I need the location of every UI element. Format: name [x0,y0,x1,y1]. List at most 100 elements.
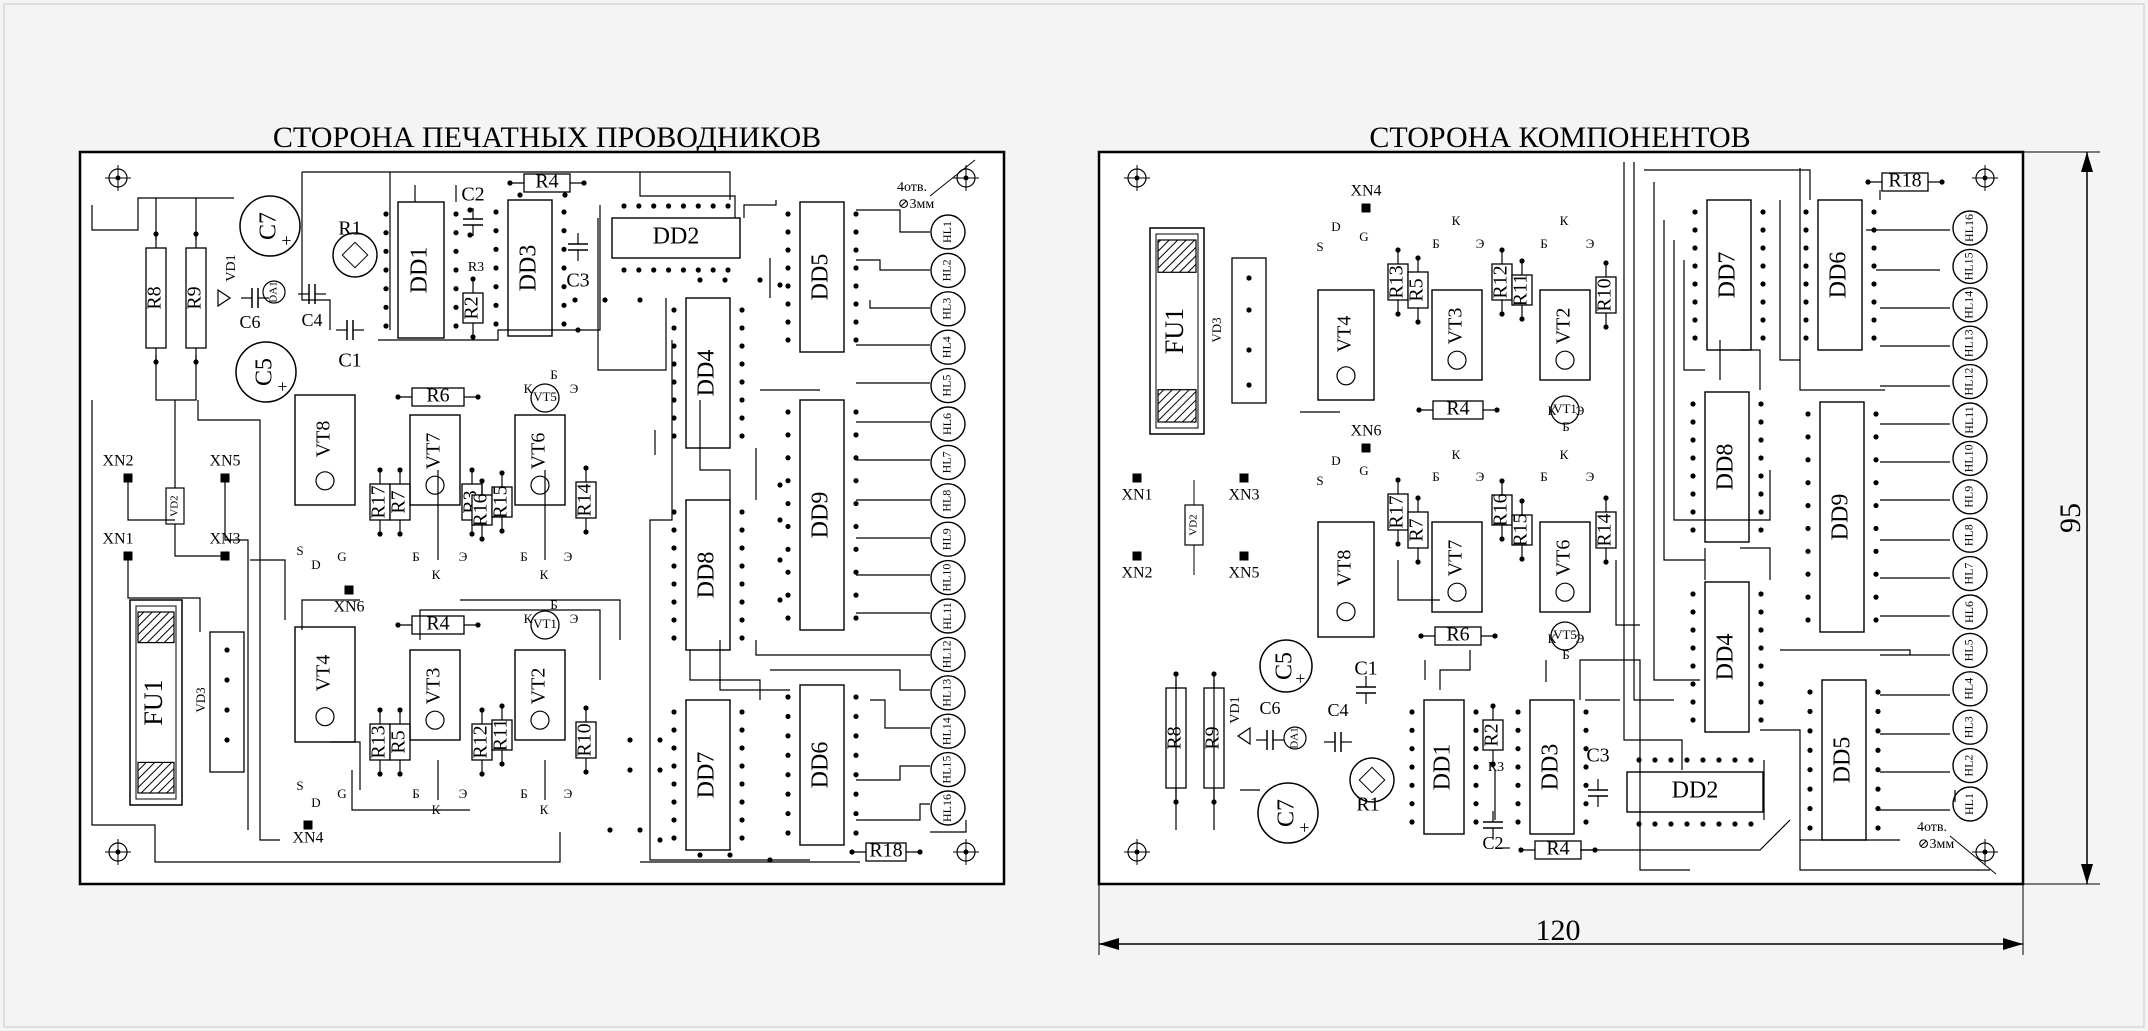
resistor-r7: R7 [388,467,411,537]
pad [1758,419,1764,425]
pad [377,531,383,537]
pad [1515,782,1521,788]
pad [1492,633,1498,639]
pad [1692,245,1698,251]
pad [479,707,485,713]
pad [1871,263,1877,269]
trace [743,200,777,218]
pad [1652,757,1658,763]
chip-label: DD9 [808,492,834,539]
led-hl13: HL13 [930,675,966,711]
trace [419,609,601,680]
trace [127,556,201,632]
transistor-vt8: VT8 [1317,521,1375,638]
pad [785,592,791,598]
pad [1409,727,1415,733]
trace [1740,547,1771,580]
pad [1758,681,1764,687]
pad [395,394,401,400]
chip-label: DD1 [1430,744,1456,791]
transistor-body [294,626,356,743]
pad [1803,281,1809,287]
pad [853,615,859,621]
pad [479,536,485,542]
led-outline [1952,248,1988,285]
pad [562,192,568,198]
pad [671,599,677,605]
pad [1807,728,1813,734]
pad [671,563,677,569]
capacitor-c4: C4 [1324,700,1352,752]
pad [115,849,121,855]
pad [377,467,383,473]
pad [383,248,389,254]
trace [1799,168,1885,391]
capacitor-label: C4 [301,310,322,330]
pad [627,737,633,743]
led-outline [930,598,966,634]
holes-note-count: 4отв. [1917,820,1947,835]
chip-body [1423,699,1465,835]
pad [853,301,859,307]
chip-body [611,217,741,259]
transistor-mark [1555,350,1575,370]
pad [739,415,745,421]
chip-dd8: DD8 [1690,391,1764,543]
pad [1807,689,1813,695]
trace [1760,729,1900,841]
pad-square [1361,443,1371,453]
pad [1134,175,1140,181]
resistor-r4: R4 [395,613,481,635]
pad [1395,311,1401,317]
pad [561,284,567,290]
holes-note-count: 4отв. [897,180,927,195]
pad [1805,457,1811,463]
transistor-label: VT6 [528,433,550,470]
resistor-r4: R4 [507,171,587,193]
transistor-label: VT5 [533,389,557,404]
led-column: HL1HL2HL3HL4HL5HL6HL7HL8HL9HL10HL11HL12H… [930,214,966,826]
pad [1807,786,1813,792]
pad [499,761,505,767]
capacitor-label: C6 [1259,698,1280,718]
resistor-r9: R9 [1202,671,1225,805]
mount-hole [1124,165,1150,191]
trace [869,300,930,309]
pad [1690,627,1696,633]
chip-dd9: DD9 [1805,401,1879,633]
pad [785,713,791,720]
pad [1760,227,1766,233]
pad [1583,709,1589,715]
pad [671,433,677,439]
transistor-label: VT7 [1445,540,1467,577]
pad [1805,480,1811,486]
pad [671,727,677,733]
transistor-body [409,414,461,506]
chip-dd7: DD7 [671,699,745,851]
chip-label: DD8 [694,552,720,599]
bridge-body [209,631,245,773]
connector-xn3: XN3 [1228,473,1260,504]
resistor-label: R9 [1202,726,1224,749]
pad [469,531,475,537]
capacitor-c1: C1 [336,320,364,372]
led-hl2: HL2 [1952,747,1988,784]
mount-hole [953,165,979,191]
chip-dd9: DD9 [785,399,859,631]
pad [1758,591,1764,597]
trimmer-slot [341,241,369,269]
pad [561,209,567,215]
pad [1875,747,1881,753]
pad [785,319,791,325]
pad [1246,347,1252,353]
pad [680,203,687,209]
trace [301,172,331,330]
pad [1873,434,1879,440]
pad [697,277,703,283]
pin-letter: Б [412,786,419,801]
led-label: HL9 [1962,486,1976,508]
pad [785,830,791,836]
led-hl15: HL15 [1952,248,1988,285]
pad [1519,556,1525,562]
resistor-r2: R2 [1481,703,1504,767]
